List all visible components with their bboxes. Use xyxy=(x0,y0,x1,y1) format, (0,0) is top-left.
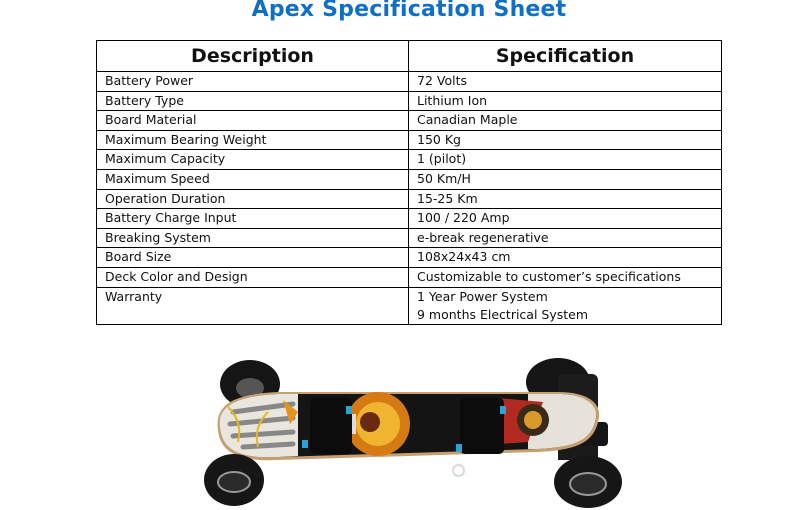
row-specification: 15-25 Km xyxy=(408,188,722,210)
row-description: Deck Color and Design xyxy=(96,266,409,288)
row-specification: 100 / 220 Amp xyxy=(408,208,722,229)
table-row: Warranty 1 Year Power System 9 months El… xyxy=(96,286,722,325)
row-specification: 150 Kg xyxy=(408,129,722,151)
row-description: Board Size xyxy=(96,247,409,268)
row-description: Warranty xyxy=(96,286,409,325)
specification-line: 1 Year Power System xyxy=(417,288,548,304)
row-specification: 1 (pilot) xyxy=(408,149,722,170)
row-description: Battery Charge Input xyxy=(96,208,409,229)
row-specification: 72 Volts xyxy=(408,71,722,92)
row-description: Battery Type xyxy=(96,90,409,112)
row-specification: 108x24x43 cm xyxy=(408,247,722,268)
row-description: Battery Power xyxy=(96,71,409,92)
row-description: Board Material xyxy=(96,110,409,131)
row-description: Operation Duration xyxy=(96,188,409,210)
table-header-row: Description Specification xyxy=(96,40,722,72)
header-description: Description xyxy=(96,40,409,72)
row-description: Maximum Capacity xyxy=(96,149,409,170)
row-specification: 50 Km/H xyxy=(408,168,722,190)
mountainboard-image xyxy=(204,358,622,508)
document-title: Apex Specification Sheet xyxy=(251,0,567,22)
row-description: Maximum Bearing Weight xyxy=(96,129,409,151)
row-specification: Customizable to customer’s specification… xyxy=(408,266,722,288)
row-specification: e-break regenerative xyxy=(408,227,722,249)
image-anchor-handle[interactable] xyxy=(452,464,465,477)
row-description: Breaking System xyxy=(96,227,409,249)
row-specification: Canadian Maple xyxy=(408,110,722,131)
header-specification: Specification xyxy=(408,40,722,72)
row-description: Maximum Speed xyxy=(96,168,409,190)
row-specification: 1 Year Power System 9 months Electrical … xyxy=(408,286,722,325)
wheel-icon xyxy=(204,454,622,508)
row-specification: Lithium Ion xyxy=(408,90,722,112)
specification-line: 9 months Electrical System xyxy=(417,306,589,322)
